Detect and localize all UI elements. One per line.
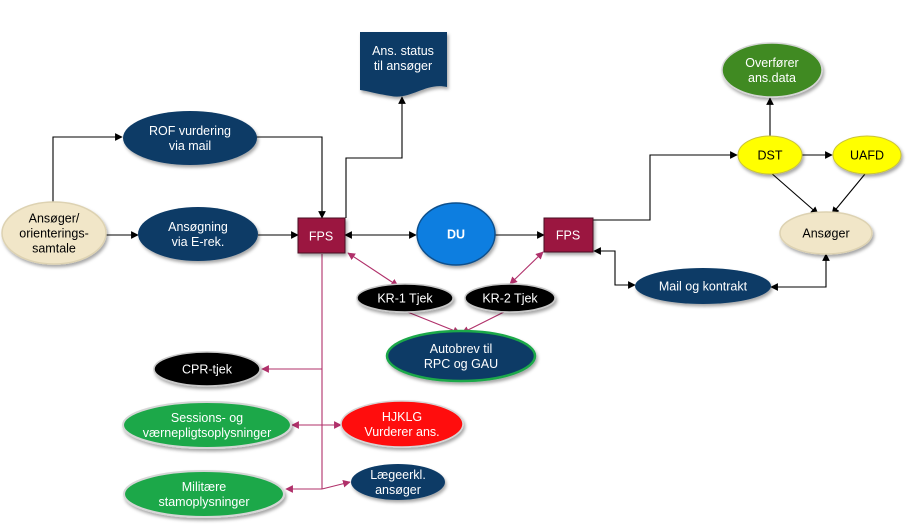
node-label-line: KR-1 Tjek [377,292,433,306]
connectors-pink [261,251,544,493]
edge-kr2-autobrev [461,310,507,334]
node-fps-right: FPS [543,217,594,253]
node-label-line: Ansøger [802,227,849,241]
node-label-line: Overfører [745,56,798,70]
node-fps-left-label: FPS [309,230,333,244]
node-label-line: Ansøger/ [29,212,80,226]
node-label-line: orienterings- [19,227,88,241]
node-label-line: via E-rek. [172,235,225,249]
node-fps-right-label: FPS [556,229,580,243]
edge-fps-to-dst [593,151,738,221]
node-kr1-label: KR-1 Tjek [377,292,433,306]
node-label-line: til ansøger [374,59,432,73]
edge-uafd-to-ansoger [831,173,866,215]
node-laegeerkl-label: Lægeerkl.ansøger [370,468,426,497]
node-dst: DST [737,135,803,175]
edge-mail-ansoger [770,253,830,291]
node-label-line: ROF vurdering [149,124,231,138]
node-laegeerkl: Lægeerkl.ansøger [351,464,445,500]
connectors-black [52,96,866,291]
node-du-label: DU [447,228,465,242]
node-du: DU [416,202,496,266]
edge-fps-kr2 [509,251,544,285]
node-label-line: DST [758,149,783,163]
node-fps-left: FPS [297,217,346,254]
node-label-line: via mail [169,139,211,153]
node-label-line: Autobrev til [430,342,493,356]
node-label-line: FPS [556,229,580,243]
node-label-line: Vurderer ans. [364,425,439,439]
node-cpr: CPR-tjek [153,351,261,387]
edge-fps-mail [593,247,636,289]
edge-kr1-autobrev [404,310,461,335]
edge-ansoger-to-rof [52,133,123,205]
node-mail-kontrakt: Mail og kontrakt [635,268,771,304]
edge-fps-to-status [345,96,406,218]
node-label-line: Lægeerkl. [370,468,426,482]
edge-dst-to-ansoger [769,171,819,215]
node-label-line: RPC og GAU [424,357,498,371]
node-label-line: Sessions- og [171,411,243,425]
node-label-line: ans.data [748,71,796,85]
edge-spine-to-laegeerkl [321,479,351,490]
edge-rof-to-fps [256,136,326,219]
node-kr2: KR-2 Tjek [464,283,556,313]
node-label-line: DU [447,228,465,242]
edge-fps-kr1 [347,252,399,287]
node-label-line: UAFD [850,149,884,163]
node-label-line: samtale [32,242,76,256]
node-label-line: Ans. status [372,44,434,58]
node-ansoger-left: Ansøger/orienterings-samtale [1,201,107,265]
node-kr1: KR-1 Tjek [356,283,454,313]
node-label-line: Ansøgning [168,220,228,234]
node-label-line: værnepligtsoplysninger [143,426,272,440]
node-cpr-label: CPR-tjek [182,363,233,377]
node-label-line: stamoplysninger [158,495,249,509]
node-kr2-label: KR-2 Tjek [482,292,538,306]
node-label-line: KR-2 Tjek [482,292,538,306]
node-uafd: UAFD [832,135,902,175]
node-label-line: CPR-tjek [182,363,233,377]
node-ansoger-right: Ansøger [779,211,873,255]
node-label-line: Mail og kontrakt [659,280,748,294]
node-label-line: FPS [309,230,333,244]
node-label-line: ansøger [375,483,421,497]
node-label-line: Militære [182,480,226,494]
node-uafd-label: UAFD [850,149,884,163]
node-ansoger-right-label: Ansøger [802,227,849,241]
node-mail-kontrakt-label: Mail og kontrakt [659,280,748,294]
node-label-line: HJKLG [382,410,422,424]
node-ansoger-left-label: Ansøger/orienterings-samtale [19,212,88,256]
node-dst-label: DST [758,149,783,163]
